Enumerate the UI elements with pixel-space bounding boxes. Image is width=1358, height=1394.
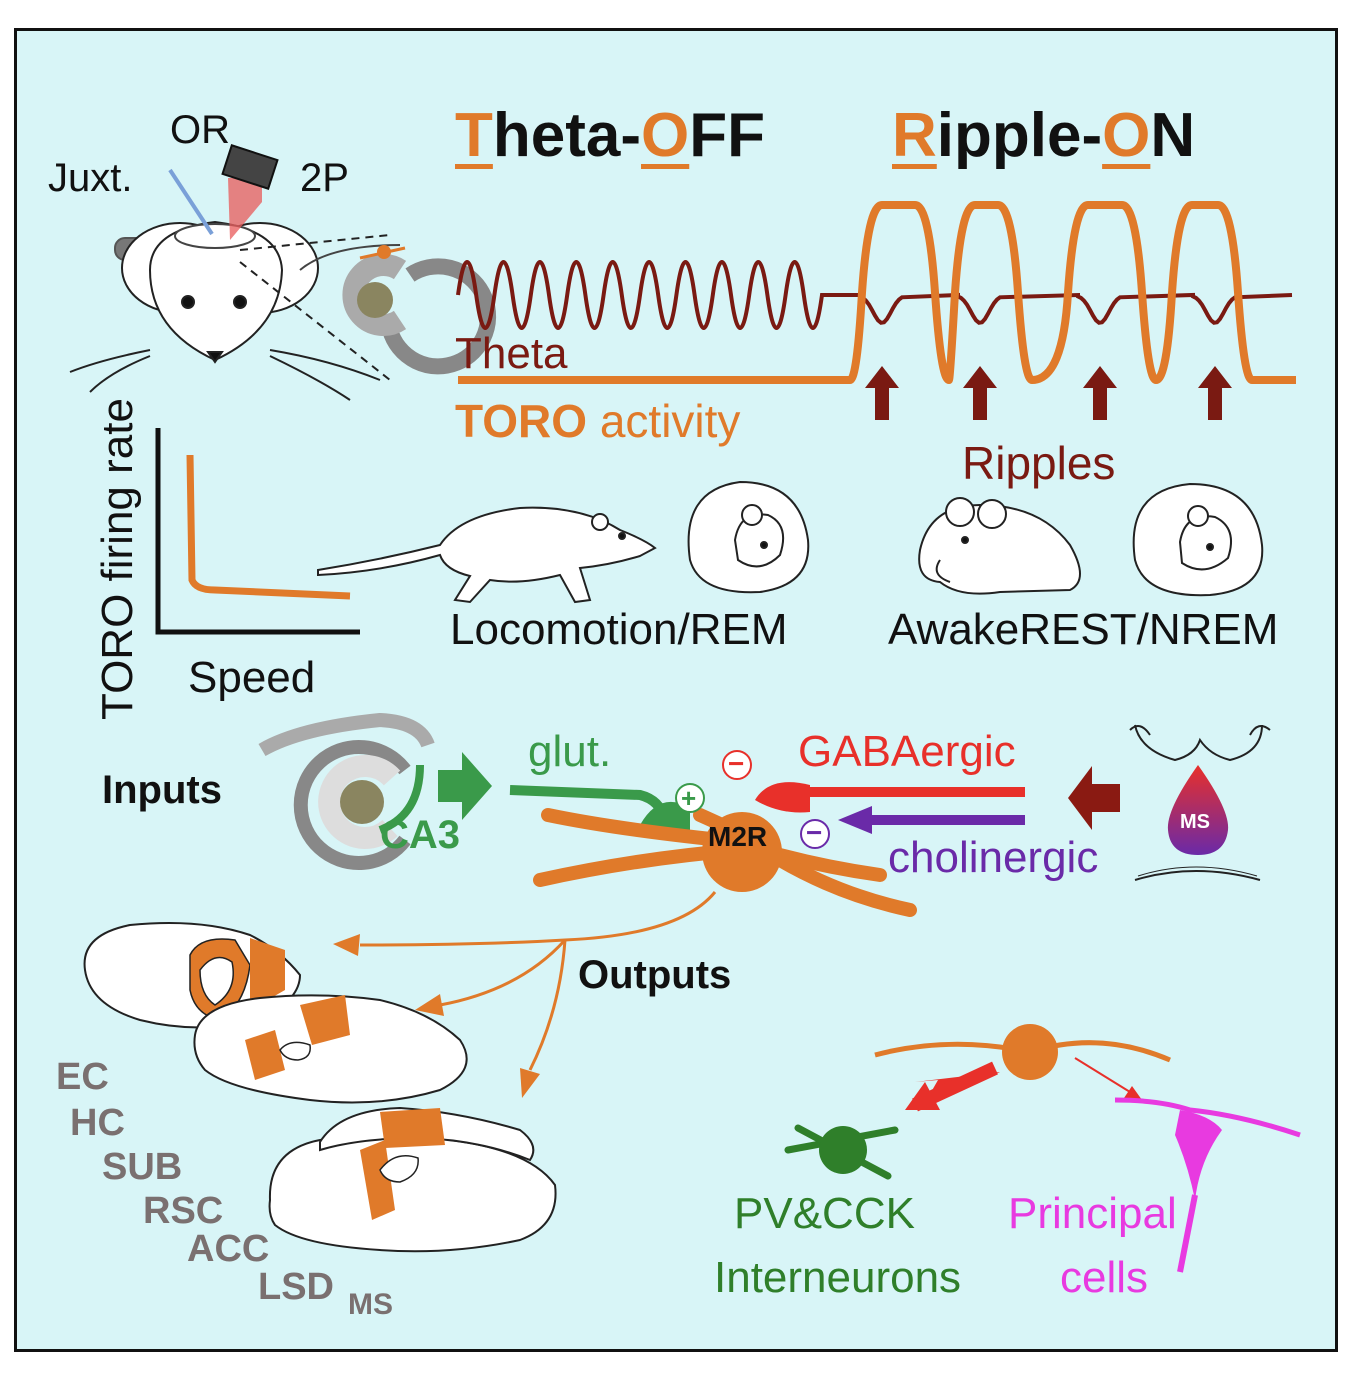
excitatory-plus-sign: + [681, 783, 697, 813]
theta-label: Theta [455, 329, 568, 378]
brain-section-1 [83, 922, 302, 1029]
region-ec: EC [56, 1056, 109, 1098]
locomotion-rem-label: Locomotion/REM [450, 605, 788, 654]
principal-label-line1: Principal [1008, 1189, 1177, 1238]
ripple-arrow-2 [963, 366, 997, 420]
strong-output-arrowhead [905, 1082, 940, 1110]
region-ms-subscript: MS [348, 1288, 393, 1321]
region-hc: HC [70, 1102, 125, 1144]
weak-output-arrow [1074, 1057, 1131, 1093]
weak-output-arrowhead [1124, 1086, 1142, 1100]
ripple-on-letter-r: R [892, 101, 937, 170]
brain-section-3 [268, 1106, 557, 1253]
pv-cck-label-line1: PV&CCK [734, 1189, 915, 1238]
ripple-on-part1: ipple- [936, 101, 1103, 170]
gaba-minus-circle [722, 750, 752, 780]
output-arrowhead-1 [333, 934, 360, 956]
sleeping-mouse-sketch-2 [1132, 482, 1264, 597]
ach-minus-sign: − [806, 817, 823, 848]
toro-activity-trace [458, 201, 1296, 384]
inputs-label: Inputs [102, 768, 222, 812]
speed-plot-ylabel: TORO firing rate [93, 398, 142, 720]
juxt-label: Juxt. [48, 156, 133, 200]
sleeping-mouse-sketch-1 [687, 480, 810, 594]
resting-mouse-sketch [918, 497, 1081, 595]
laser-beam [228, 178, 262, 240]
pv-cck-label-line2: Interneurons [714, 1253, 962, 1302]
glutamatergic-label: glut. [528, 727, 612, 776]
hippocampus-inset [299, 244, 497, 375]
theta-off-letter-o: O [641, 101, 690, 170]
ripple-arrow-1 [865, 366, 899, 420]
plot-axes [155, 428, 360, 635]
region-lsd: LSD [258, 1266, 334, 1308]
or-label: OR [170, 108, 230, 152]
gabaergic-axon [755, 782, 1025, 813]
pv-cck-interneuron [784, 1124, 899, 1180]
cholinergic-axon [838, 806, 1025, 834]
gaba-minus-sign: − [728, 748, 745, 779]
mouse-eye-left [181, 295, 195, 309]
medial-septum-sketch [1129, 724, 1271, 881]
m2r-label: M2R [708, 821, 768, 852]
cranial-window [174, 223, 256, 249]
theta-off-letter-t: T [455, 101, 493, 170]
ripples-label: Ripples [962, 437, 1116, 489]
brain-section-2 [193, 994, 468, 1104]
theta-off-part2: FF [689, 101, 765, 170]
ripple-on-part2: N [1150, 101, 1196, 170]
theta-oscillation-trace [456, 260, 1293, 330]
ca3-hippocampus-sketch [258, 712, 435, 870]
speed-plot-xlabel: Speed [188, 653, 316, 702]
ms-input-arrow [1068, 766, 1120, 830]
gabaergic-label: GABAergic [798, 727, 1016, 776]
ripple-arrow-3 [1083, 366, 1117, 420]
ach-minus-circle [800, 819, 830, 849]
mouse-nose [206, 351, 224, 364]
firing-rate-curve [186, 454, 351, 600]
region-rsc: RSC [143, 1190, 224, 1232]
theta-off-part1: heta- [492, 101, 642, 170]
locomotion-rat-sketch [317, 506, 657, 604]
output-arrowhead-2 [415, 994, 444, 1016]
speed-firing-plot [155, 428, 360, 635]
ca3-input-arrow [438, 752, 492, 820]
toro-output-axons [359, 891, 717, 1071]
outputs-label: Outputs [578, 953, 732, 997]
toro-activity-rest: activity [587, 395, 741, 447]
recording-setup-illustration [69, 144, 391, 401]
zoom-line-bottom [239, 261, 391, 381]
ripple-arrows [865, 366, 1232, 420]
objective-lens [221, 144, 279, 190]
mouse-whiskers [69, 349, 381, 401]
toro-soma [702, 812, 782, 892]
region-sub: SUB [102, 1146, 183, 1188]
cholinergic-label: cholinergic [888, 833, 1099, 882]
ca3-label: CA3 [380, 813, 461, 857]
principal-label-line2: cells [1060, 1253, 1149, 1302]
juxta-pipette [168, 168, 214, 236]
glutamatergic-axon [509, 785, 690, 830]
region-acc: ACC [187, 1228, 270, 1270]
plus-sign-circle [675, 783, 705, 813]
ms-nucleus [1167, 765, 1229, 855]
awake-rest-nrem-label: AwakeREST/NREM [888, 605, 1279, 654]
toro-activity-label: TORO activity [455, 398, 740, 444]
two-photon-label: 2P [300, 156, 349, 200]
toro-activity-bold: TORO [455, 395, 588, 447]
toro-neuron-small [874, 1024, 1171, 1080]
ripple-on-letter-o: O [1102, 101, 1151, 170]
mouse-eye-right [233, 295, 247, 309]
zoom-line-top [239, 234, 391, 251]
theta-off-title: Theta-OFF [455, 105, 765, 167]
ms-label: MS [1180, 811, 1210, 833]
ripple-arrow-4 [1198, 366, 1232, 420]
output-arrowhead-3 [520, 1068, 540, 1098]
ripple-on-title: Ripple-ON [892, 105, 1195, 167]
principal-cell [1114, 1097, 1301, 1273]
